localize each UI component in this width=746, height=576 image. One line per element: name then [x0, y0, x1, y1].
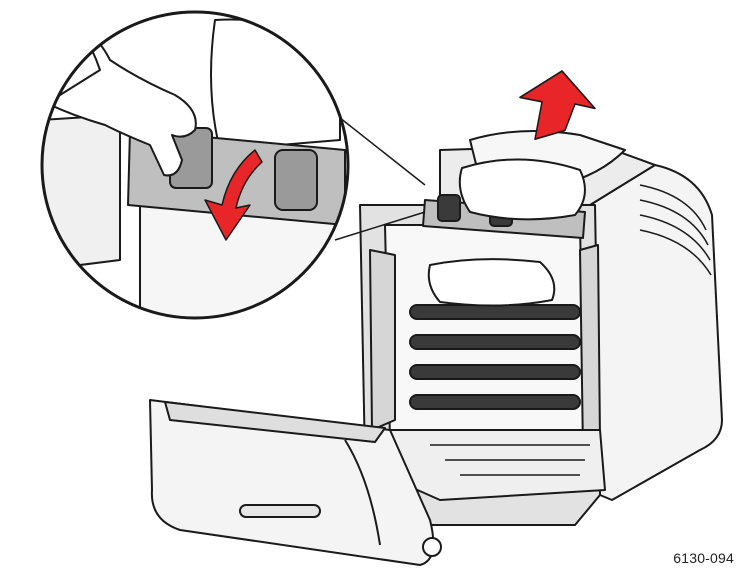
- front-cover: [149, 399, 442, 566]
- printer-right-side: [589, 164, 723, 501]
- inset-knob-right: [274, 149, 318, 211]
- jammed-paper-drum: [427, 258, 556, 307]
- left-rail: [369, 249, 396, 431]
- inset-border: [40, 10, 350, 320]
- figure-id-label: 6130-094: [673, 550, 734, 566]
- roller-1: [409, 304, 581, 320]
- curved-arrow-down-red-icon: [204, 149, 263, 241]
- cover-hinge: [422, 537, 442, 557]
- inset-paper: [210, 18, 341, 151]
- inset-frame-left: [42, 114, 121, 271]
- right-rail: [579, 244, 601, 451]
- front-cover-inner: [164, 401, 386, 443]
- printer: [359, 130, 723, 526]
- front-cover-ridge: [344, 439, 381, 546]
- callout-lines: [329, 109, 426, 241]
- fuser-knob-left: [437, 194, 461, 222]
- magnifier-inset-icon: [40, 10, 350, 320]
- jammed-paper-top: [458, 158, 586, 221]
- transfer-rollers: [409, 304, 581, 410]
- cover-handle-slot: [239, 504, 321, 518]
- roller-3: [409, 364, 581, 380]
- roller-2: [409, 334, 581, 350]
- roller-4: [409, 394, 581, 410]
- side-vents: [639, 184, 712, 276]
- tray-ribs: [430, 444, 590, 476]
- arrow-up-red-icon: [519, 70, 596, 141]
